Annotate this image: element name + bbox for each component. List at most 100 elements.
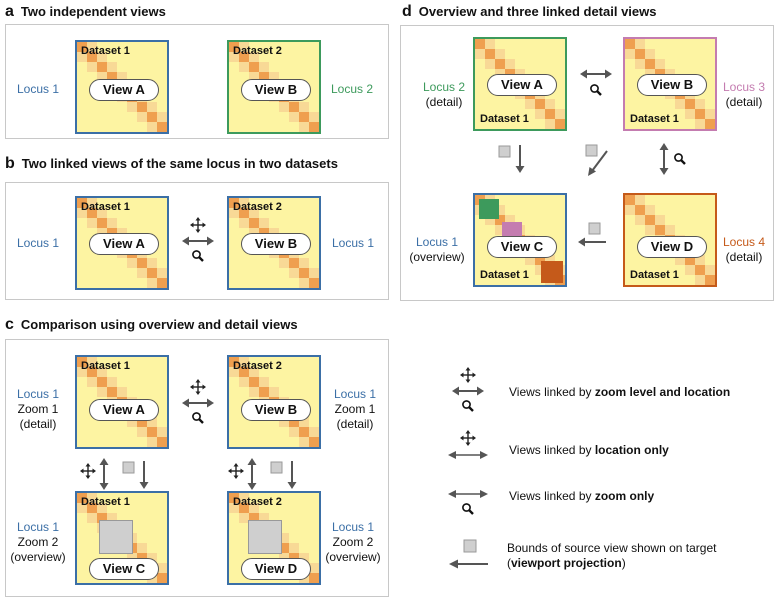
legend-zoom-only-icon — [448, 490, 488, 516]
matrix-cell — [279, 543, 289, 553]
matrix-cell — [259, 377, 269, 387]
matrix-cell — [279, 102, 289, 112]
matrix-cell — [229, 493, 239, 503]
matrix-cell — [249, 513, 259, 523]
matrix-cell — [157, 278, 167, 288]
panel-b-view-b[interactable]: Dataset 2 View B — [227, 196, 321, 290]
matrix-cell — [635, 59, 645, 69]
panel-c-view-b[interactable]: Dataset 2 View B — [227, 355, 321, 449]
panel-b-right-locus: Locus 1 — [331, 236, 375, 250]
view-name: View C — [487, 236, 557, 258]
matrix-cell — [635, 215, 645, 225]
kind-text: (detail) — [19, 417, 57, 431]
panel-c-left-location-link-icon — [79, 457, 110, 491]
matrix-cell — [147, 122, 157, 132]
matrix-cell — [77, 367, 87, 377]
locus-text: Locus 1 — [16, 387, 60, 401]
matrix-cell — [645, 205, 655, 215]
matrix-cell — [259, 387, 269, 397]
matrix-cell — [299, 437, 309, 447]
zoom-text: Zoom 1 — [17, 402, 59, 416]
matrix-cell — [309, 278, 319, 288]
matrix-cell — [299, 102, 309, 112]
matrix-cell — [87, 218, 97, 228]
matrix-cell — [229, 198, 239, 208]
matrix-cell — [685, 255, 695, 265]
projection-green — [479, 199, 499, 219]
matrix-cell — [229, 42, 239, 52]
matrix-cell — [645, 49, 655, 59]
legend-bold: zoom only — [594, 489, 655, 503]
matrix-cell — [289, 102, 299, 112]
dataset-label: Dataset 1 — [480, 113, 529, 125]
panel-a-view-b[interactable]: Dataset 2 View B — [227, 40, 321, 134]
matrix-cell — [87, 42, 97, 52]
matrix-cell — [249, 218, 259, 228]
matrix-cell — [107, 377, 117, 387]
matrix-cell — [645, 59, 655, 69]
panel-d-view-b[interactable]: View B Dataset 1 — [623, 37, 717, 131]
matrix-cell — [157, 573, 167, 583]
panel-d-view-c-label: Locus 1 (overview) — [404, 235, 470, 265]
matrix-cell — [695, 109, 705, 119]
legend-projection-text: Bounds of source view shown on target (v… — [507, 541, 716, 571]
matrix-cell — [309, 122, 319, 132]
panel-c-right-projection-icon — [270, 460, 298, 490]
panel-a-view-a[interactable]: Dataset 1 View A — [75, 40, 169, 134]
matrix-cell — [259, 72, 269, 82]
panel-b-view-a[interactable]: Dataset 1 View A — [75, 196, 169, 290]
panel-c-view-d[interactable]: Dataset 2 View D — [227, 491, 321, 585]
matrix-cell — [535, 265, 545, 275]
matrix-cell — [299, 258, 309, 268]
panel-c-view-c[interactable]: Dataset 1 View C — [75, 491, 169, 585]
panel-d-bc-projection-icon — [585, 144, 608, 176]
matrix-cell — [309, 563, 319, 573]
matrix-cell — [77, 503, 87, 513]
dataset-label: Dataset 1 — [630, 113, 679, 125]
panel-d-dc-projection-icon — [578, 222, 606, 247]
matrix-cell — [239, 513, 249, 523]
panel-d-title-text: Overview and three linked detail views — [418, 4, 657, 19]
panel-c-left-projection-icon — [122, 460, 150, 490]
matrix-cell — [97, 52, 107, 62]
dataset-label: Dataset 2 — [233, 201, 282, 213]
panel-b-title-text: Two linked views of the same locus in tw… — [21, 156, 338, 171]
projection-pink — [502, 222, 522, 238]
matrix-cell — [97, 367, 107, 377]
matrix-cell — [495, 205, 505, 215]
panel-d-ac-projection-icon — [498, 144, 526, 174]
panel-d-view-c[interactable]: View C Dataset 1 — [473, 193, 567, 287]
matrix-cell — [495, 215, 505, 225]
view-name: View D — [637, 236, 707, 258]
matrix-cell — [239, 208, 249, 218]
view-name: View B — [241, 233, 311, 255]
viewport-projection-box — [248, 520, 282, 554]
panel-c-view-a[interactable]: Dataset 1 View A — [75, 355, 169, 449]
matrix-cell — [137, 417, 147, 427]
matrix-cell — [107, 62, 117, 72]
view-name: View A — [89, 399, 159, 421]
matrix-cell — [259, 513, 269, 523]
legend-open-paren: ( — [507, 556, 511, 570]
matrix-cell — [309, 112, 319, 122]
matrix-cell — [289, 543, 299, 553]
matrix-cell — [87, 377, 97, 387]
matrix-cell — [147, 102, 157, 112]
matrix-cell — [229, 503, 239, 513]
panel-c-title-text: Comparison using overview and detail vie… — [20, 317, 298, 332]
dataset-label: Dataset 2 — [233, 360, 282, 372]
matrix-cell — [309, 573, 319, 583]
matrix-cell — [655, 59, 665, 69]
matrix-cell — [147, 417, 157, 427]
matrix-cell — [309, 268, 319, 278]
matrix-cell — [495, 225, 505, 235]
matrix-cell — [239, 377, 249, 387]
kind-text: (overview) — [409, 250, 465, 264]
matrix-cell — [299, 268, 309, 278]
panel-d-view-d[interactable]: View D Dataset 1 — [623, 193, 717, 287]
matrix-cell — [635, 205, 645, 215]
panel-d-view-a[interactable]: View A Dataset 1 — [473, 37, 567, 131]
matrix-cell — [485, 49, 495, 59]
matrix-cell — [705, 265, 715, 275]
matrix-cell — [695, 119, 705, 129]
